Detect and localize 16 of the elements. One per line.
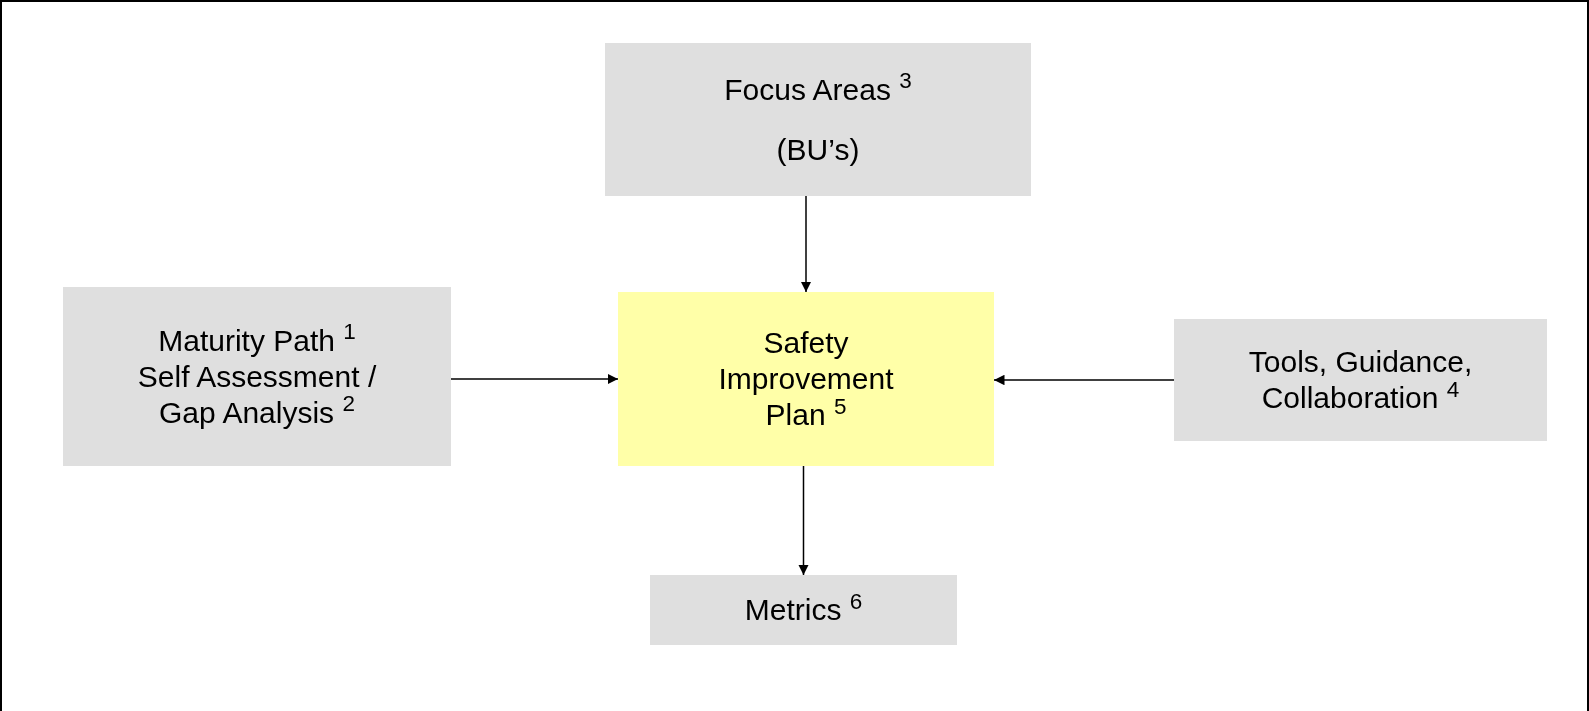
process-box [63, 287, 451, 466]
box-text: Metrics $^{6}$ [744, 592, 863, 628]
process-box [605, 43, 1031, 196]
box-text: (BU’s) [776, 131, 860, 168]
box-text: Focus Areas $^{3}$ [724, 71, 912, 108]
process-box [1174, 319, 1547, 441]
process-box [618, 292, 994, 466]
process-box [650, 575, 957, 645]
box-text: Self Assessment / Gap Analysis $^{2}$ [136, 358, 378, 431]
arrow [800, 195, 812, 293]
box-text: Maturity Path $^{1}$ [158, 322, 356, 359]
arrow [798, 465, 809, 576]
box-text: Safety Improvement Plan $^{5}$ [717, 325, 895, 433]
arrow [450, 373, 619, 385]
arrow [993, 374, 1175, 386]
box-text: Tools, Guidance, Collaboration $^{4}$ [1247, 344, 1474, 416]
